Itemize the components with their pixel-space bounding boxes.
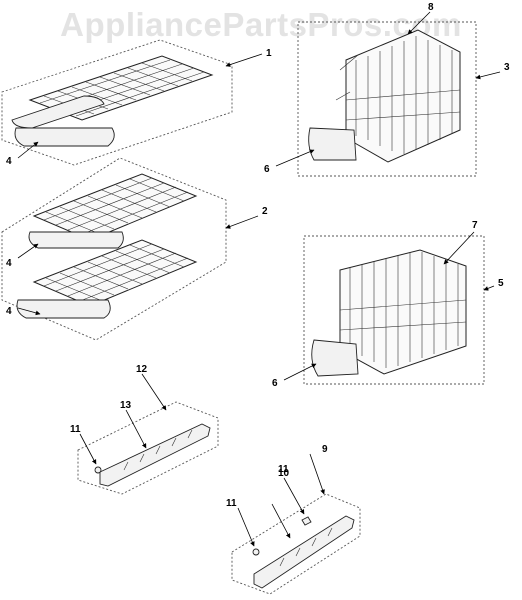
screw-11c [301, 516, 312, 526]
callout-7: 7 [472, 220, 478, 231]
callout-4b: 4 [6, 258, 12, 269]
rail-assembly-12 [77, 401, 219, 495]
callout-1: 1 [266, 48, 272, 59]
shelf-assembly-1 [1, 39, 233, 166]
callout-5: 5 [498, 278, 504, 289]
basket-assembly-5 [303, 235, 485, 385]
callout-labels: 1 2 3 4 4 4 5 6 6 7 8 9 10 11 11 11 12 1… [6, 2, 510, 509]
callout-11a: 11 [70, 424, 81, 435]
callout-6b: 6 [272, 378, 278, 389]
basket-front-6b [311, 339, 359, 377]
callout-10: 10 [278, 468, 290, 479]
callout-12: 12 [136, 364, 148, 375]
callout-3: 3 [504, 62, 510, 73]
watermark-text: AppliancePartsPros.com [60, 6, 462, 43]
callout-13: 13 [120, 400, 132, 411]
callout-4c: 4 [6, 306, 12, 317]
callout-4a: 4 [6, 156, 12, 167]
screw-11b [252, 548, 260, 556]
shelf-trim-2 [28, 231, 124, 249]
callout-2: 2 [262, 206, 268, 217]
leader-lines [17, 11, 501, 547]
shelf-assembly-2 [1, 157, 227, 341]
screw-11a [94, 466, 102, 474]
callout-9: 9 [322, 444, 328, 455]
rail-assembly-9 [231, 493, 361, 595]
callout-11c: 11 [278, 464, 289, 475]
callout-11b: 11 [226, 498, 237, 509]
basket-assembly-3 [297, 21, 477, 177]
basket-front-6a [308, 127, 357, 161]
shelf-trim-1 [14, 127, 115, 147]
rail-13 [99, 423, 211, 487]
callout-6a: 6 [264, 164, 270, 175]
shelf-trim-3 [16, 299, 111, 319]
rail-10 [253, 515, 355, 589]
callout-8: 8 [428, 2, 434, 13]
